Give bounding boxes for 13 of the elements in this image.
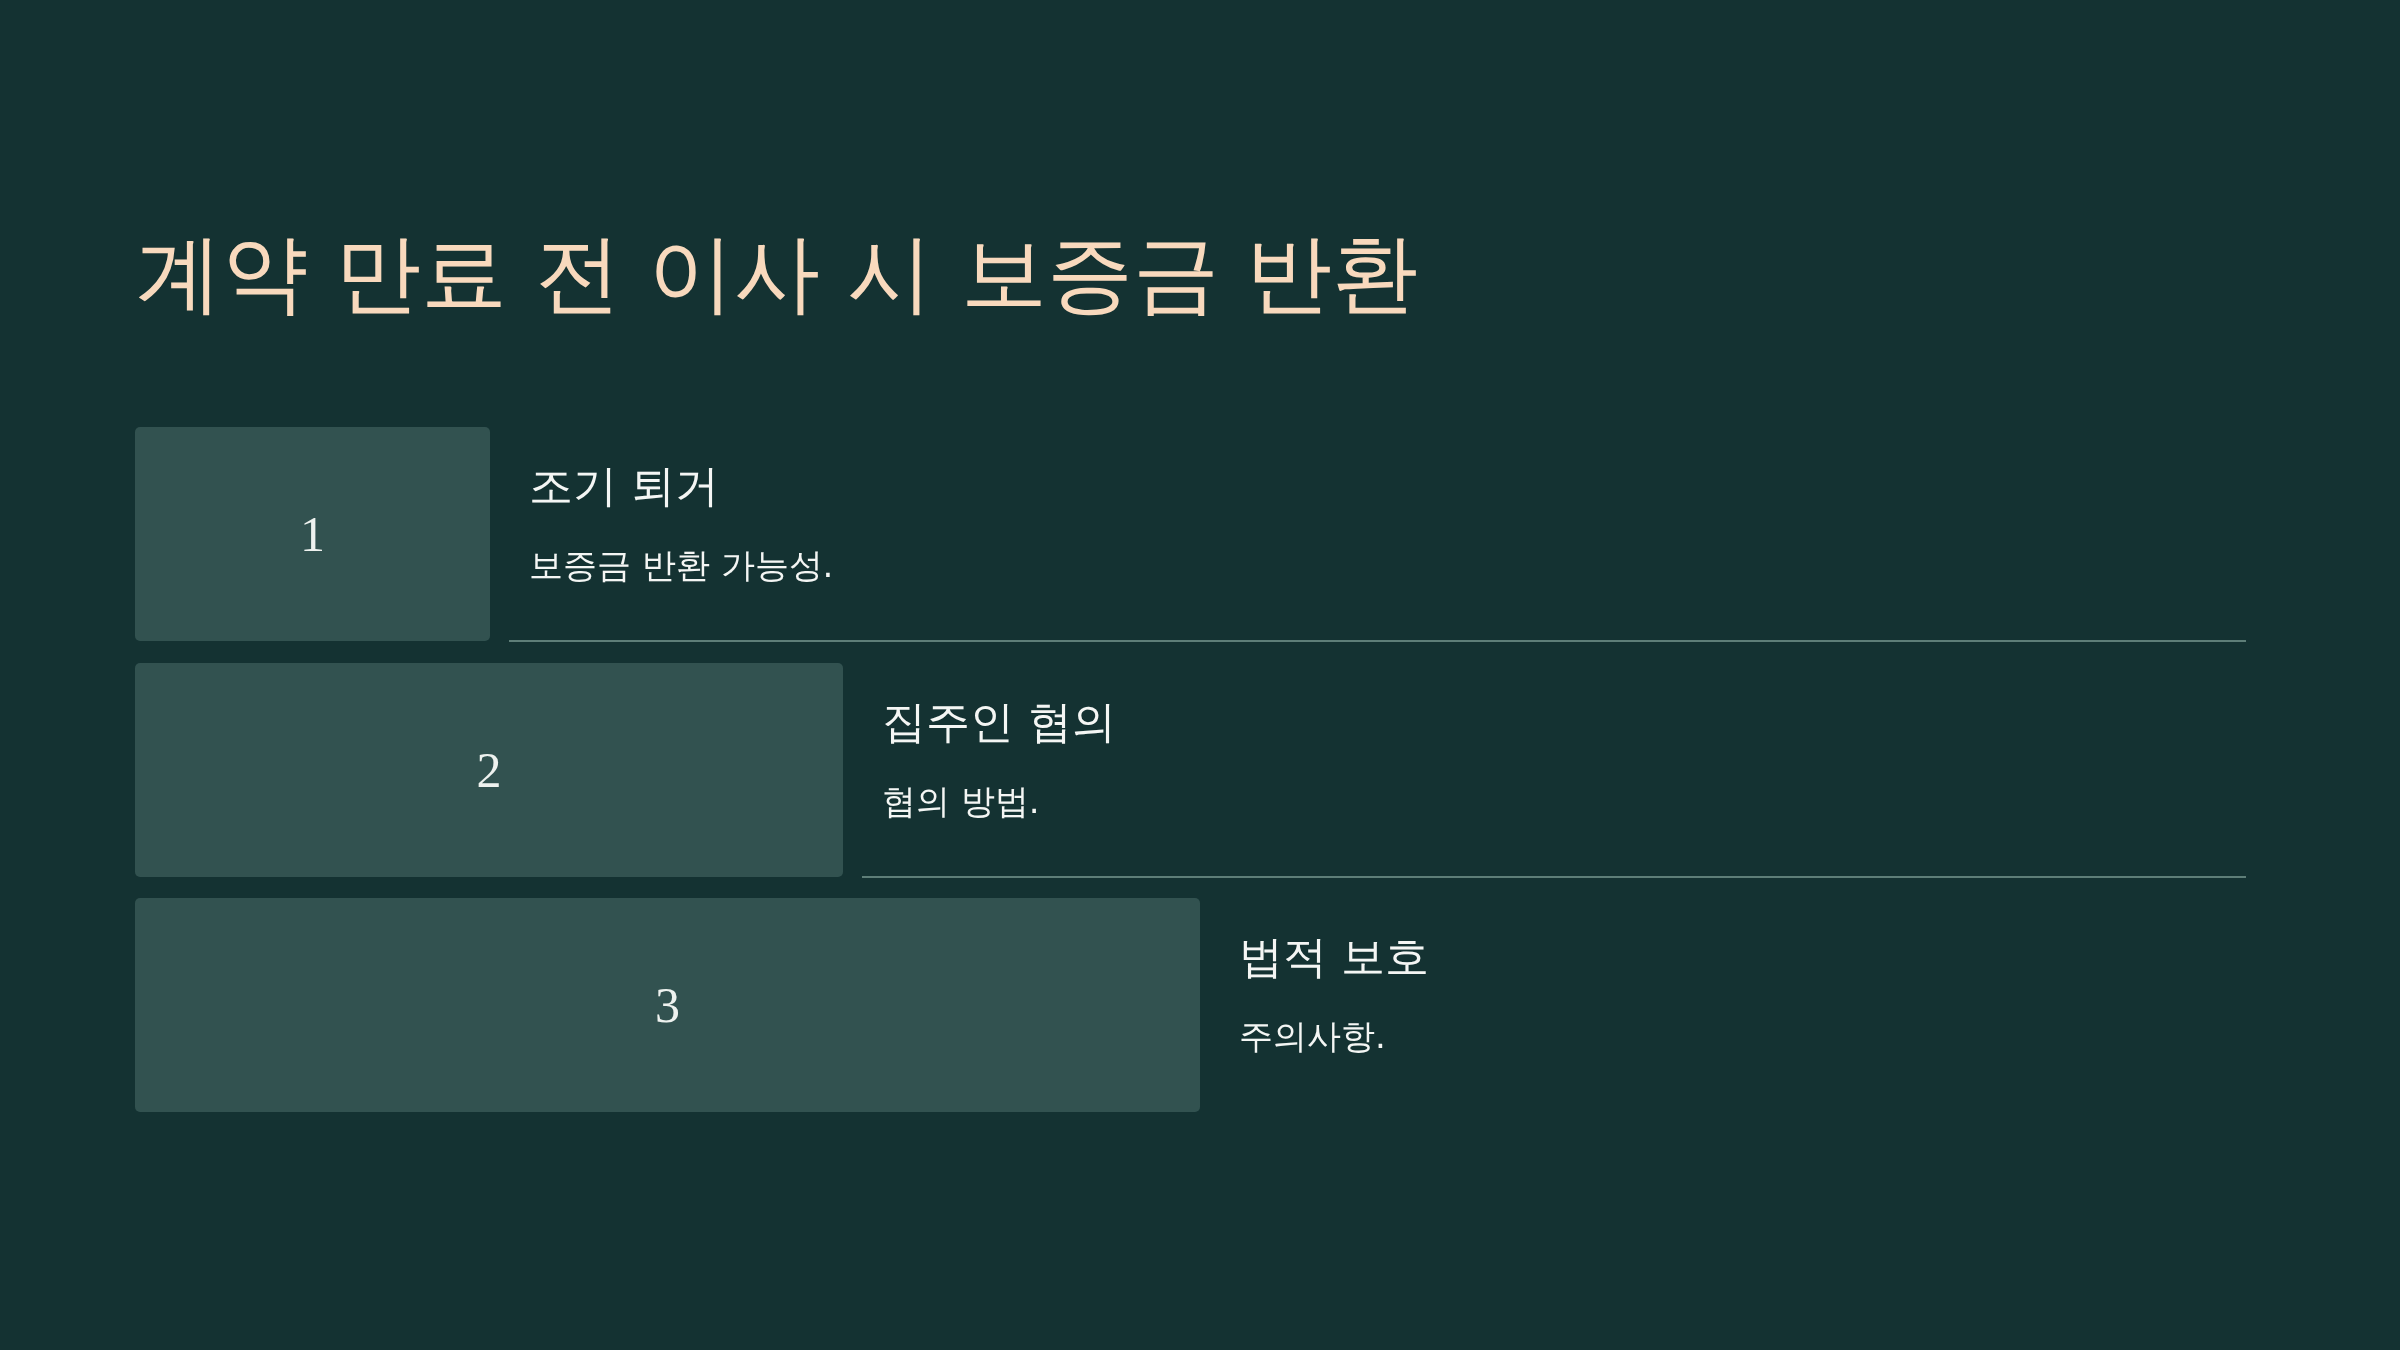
step-description: 주의사항. [1239,1016,1386,1057]
step-number: 1 [300,509,325,559]
step-number: 2 [476,745,502,795]
slide-title: 계약 만료 전 이사 시 보증금 반환 [136,222,1419,325]
step-heading: 법적 보호 [1239,931,1429,984]
step-description: 협의 방법. [882,781,1040,822]
step-panel [135,427,490,641]
step-panel [135,898,1200,1112]
step-panel [135,663,843,877]
step-description: 보증금 반환 가능성. [529,545,834,586]
step-heading: 집주인 협의 [882,696,1116,749]
step-heading: 조기 퇴거 [529,460,719,513]
step-number: 3 [655,980,680,1030]
